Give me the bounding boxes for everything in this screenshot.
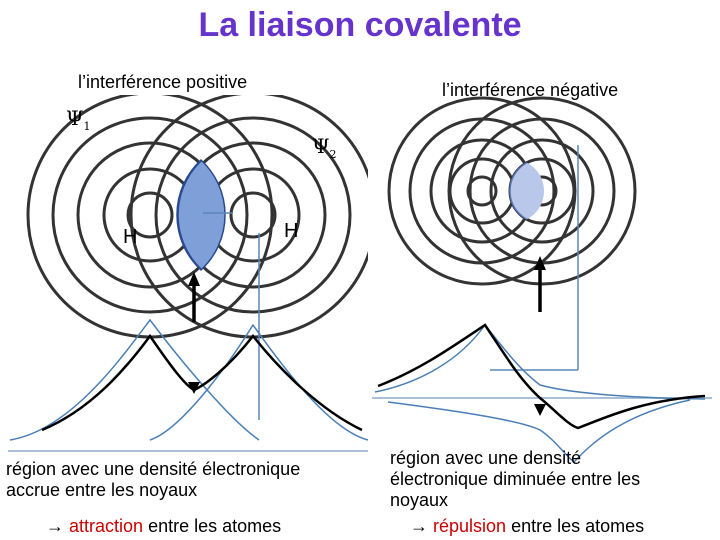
negative-caption-line1: région avec une densité [390, 448, 582, 468]
negative-interference-heading: l’interférence négative [442, 80, 619, 100]
repulsion-word: répulsion [433, 516, 507, 536]
negative-caption-line2: électronique diminuée entre les [390, 469, 641, 489]
left-atom-rings [26, 95, 274, 339]
positive-minimum-marker [188, 382, 200, 394]
negative-bond-arrow [534, 256, 546, 312]
positive-bond-arrow [188, 272, 200, 322]
attraction-word: attraction [69, 516, 144, 536]
negative-interference-rings [387, 96, 637, 286]
positive-guide-lines [203, 212, 260, 420]
positive-combined-wavefunction [41, 333, 363, 432]
right-atom-rings-neg [447, 96, 637, 286]
negative-atomic-orbital-curve-down [387, 399, 691, 464]
positive-effect: → attraction entre les atomes [46, 516, 282, 536]
positive-interference-rings [26, 95, 368, 339]
psi2-label: Ψ2 [312, 134, 337, 161]
negative-overlap-region [509, 159, 544, 223]
negative-caption: région avec une densité électronique dim… [390, 448, 710, 511]
negative-caption-line3: noyaux [390, 490, 449, 510]
positive-caption: région avec une densité électronique acc… [6, 459, 366, 501]
psi1-label: Ψ1 [66, 106, 91, 133]
positive-overlap-outline [176, 158, 226, 272]
page-title: La liaison covalente [198, 6, 522, 44]
positive-caption-line2: accrue entre les noyaux [6, 480, 198, 500]
negative-wavefunctions [372, 323, 712, 464]
right-atom-rings [129, 95, 368, 339]
positive-interference-heading: l’interférence positive [78, 72, 248, 92]
positive-overlap-region [177, 140, 225, 290]
positive-wavefunctions [8, 318, 369, 452]
negative-atomic-orbital-curve-up [374, 323, 706, 400]
positive-atomic-orbital-curves [9, 318, 369, 441]
negative-effect: → répulsion entre les atomes [410, 516, 645, 536]
negative-guide-lines [490, 145, 579, 371]
hydrogen-atom-left: H [123, 226, 138, 248]
negative-node-marker [534, 404, 546, 416]
positive-caption-line1: région avec une densité électronique [6, 459, 301, 479]
negative-combined-wavefunction [377, 323, 706, 430]
hydrogen-atom-right: H [284, 220, 299, 242]
left-atom-rings-neg [387, 96, 577, 286]
